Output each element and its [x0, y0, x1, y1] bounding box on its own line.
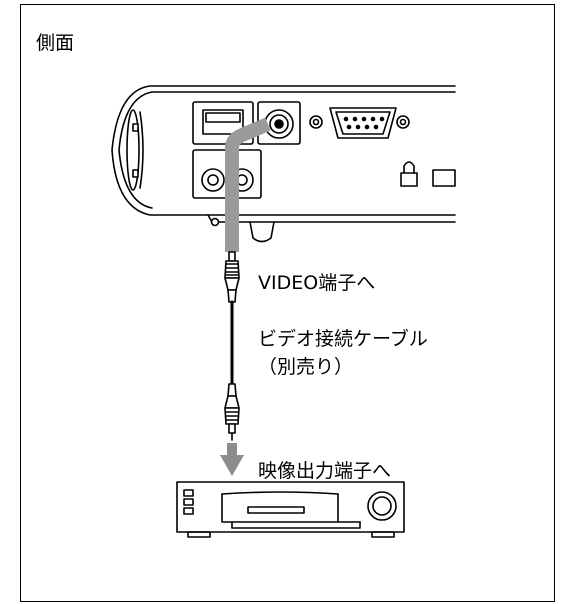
vcr-device — [176, 481, 405, 538]
projector-body — [111, 85, 456, 243]
usb-port — [192, 101, 254, 145]
rca-plug-lower — [224, 383, 240, 441]
diagram-frame — [20, 4, 555, 602]
video-output-label: 映像出力端子へ — [258, 460, 392, 482]
cable-gray-section — [225, 117, 271, 252]
rca-plug-upper — [224, 251, 240, 303]
cable-label: ビデオ接続ケーブル — [258, 328, 428, 350]
video-terminal-label: VIDEO端子へ — [258, 272, 376, 294]
section-label: 側面 — [36, 32, 75, 54]
vga-port — [309, 107, 410, 139]
cable-note-label: （別売り） — [258, 356, 354, 378]
security-lock — [400, 161, 456, 187]
arrow-down-icon — [220, 443, 244, 476]
